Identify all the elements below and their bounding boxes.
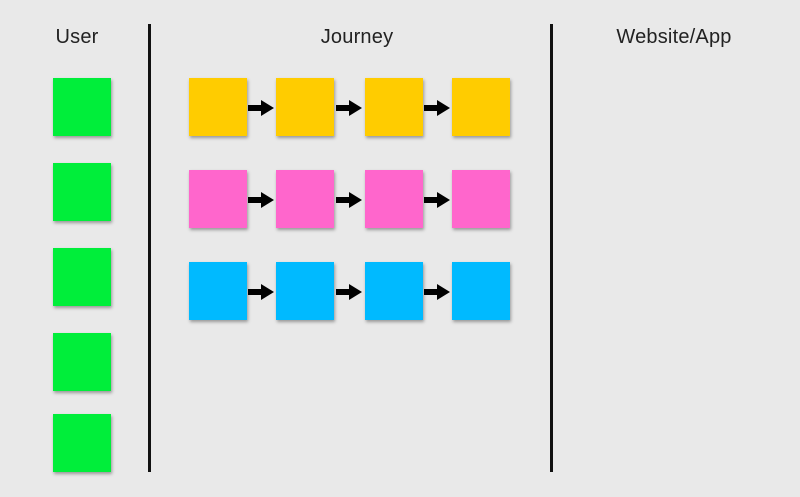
user-sticky-note[interactable] <box>53 78 111 136</box>
arrow-right-icon <box>248 192 274 208</box>
journey-sticky-note[interactable] <box>452 170 510 228</box>
column-divider-journey-website <box>550 24 553 472</box>
journey-sticky-note[interactable] <box>276 262 334 320</box>
journey-sticky-note[interactable] <box>365 170 423 228</box>
arrow-right-icon <box>424 284 450 300</box>
user-heading: User <box>55 26 99 48</box>
journey-sticky-note[interactable] <box>365 262 423 320</box>
arrow-right-icon <box>336 192 362 208</box>
journey-sticky-note[interactable] <box>189 262 247 320</box>
journey-sticky-note[interactable] <box>452 262 510 320</box>
journey-sticky-note[interactable] <box>276 78 334 136</box>
arrow-right-icon <box>424 100 450 116</box>
user-sticky-note[interactable] <box>53 248 111 306</box>
journey-sticky-note[interactable] <box>276 170 334 228</box>
journey-heading: Journey <box>320 26 394 48</box>
user-sticky-note[interactable] <box>53 333 111 391</box>
journey-sticky-note[interactable] <box>189 170 247 228</box>
arrow-right-icon <box>248 100 274 116</box>
user-sticky-note[interactable] <box>53 163 111 221</box>
website-app-heading: Website/App <box>616 26 732 48</box>
journey-sticky-note[interactable] <box>189 78 247 136</box>
journey-sticky-note[interactable] <box>452 78 510 136</box>
column-divider-user-journey <box>148 24 151 472</box>
arrow-right-icon <box>248 284 274 300</box>
user-sticky-note[interactable] <box>53 414 111 472</box>
arrow-right-icon <box>424 192 450 208</box>
arrow-right-icon <box>336 284 362 300</box>
arrow-right-icon <box>336 100 362 116</box>
journey-sticky-note[interactable] <box>365 78 423 136</box>
